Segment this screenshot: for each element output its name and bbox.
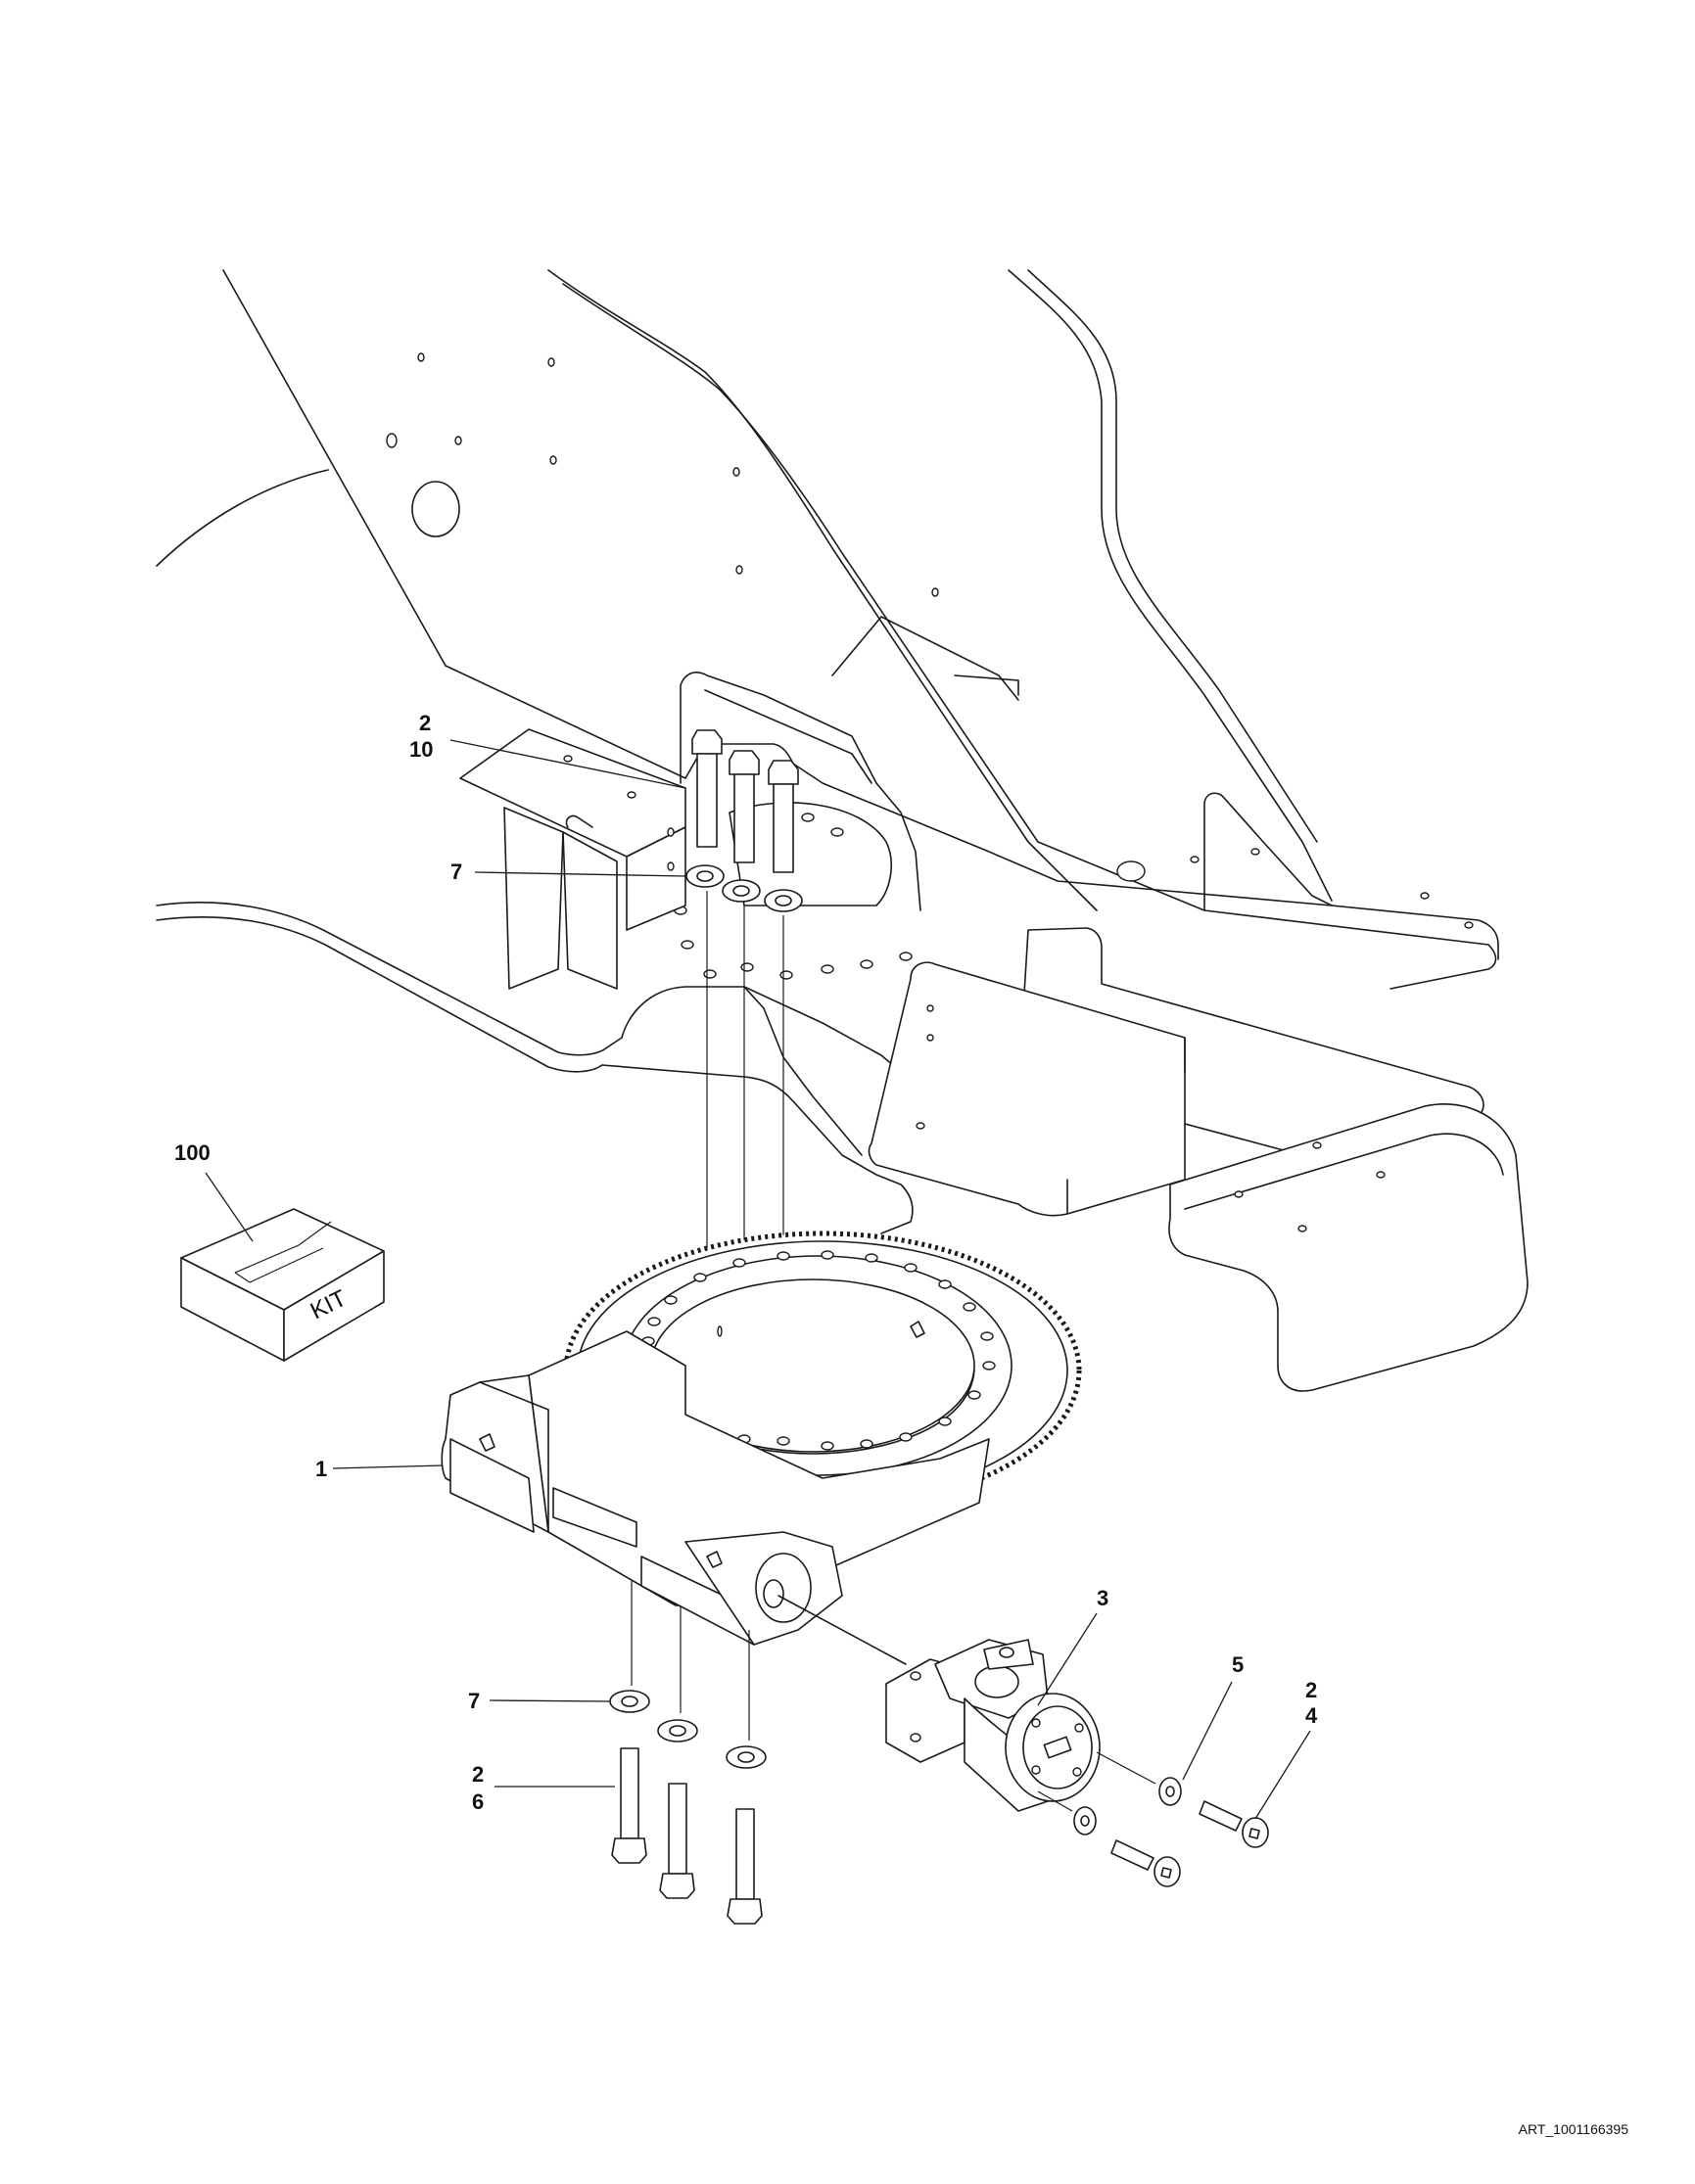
upper-hex-bolts (691, 729, 799, 873)
callout-6: 6 (472, 1789, 484, 1814)
hydraulic-motor (777, 1595, 1101, 1812)
upper-washers (685, 864, 803, 912)
callout-4: 4 (1305, 1703, 1318, 1728)
callout-7-upper: 7 (450, 860, 462, 884)
kit-box: KIT (180, 1208, 385, 1362)
callout-5: 5 (1232, 1652, 1244, 1677)
callout-7-lower: 7 (468, 1689, 480, 1713)
motor-fasteners (1037, 1751, 1269, 1887)
callout-10: 10 (409, 737, 433, 762)
callout-2-upper: 2 (419, 711, 431, 735)
callout-2-right: 2 (1305, 1678, 1317, 1702)
callout-labels: 2 10 7 100 1 3 5 2 4 7 2 6 (174, 711, 1318, 1814)
mounting-bracket (459, 728, 686, 990)
callout-leaders (205, 739, 1311, 1820)
callout-2-lower: 2 (472, 1762, 484, 1787)
callout-1: 1 (315, 1457, 327, 1481)
callout-100: 100 (174, 1140, 211, 1165)
slew-drive-assembly (441, 1231, 1082, 1646)
lower-bolts (609, 1581, 767, 1925)
stabilizer-plates (868, 927, 1529, 1392)
art-reference-number: ART_1001166395 (1518, 2121, 1628, 2137)
callout-3: 3 (1097, 1586, 1108, 1610)
frame-holes (386, 352, 1474, 1232)
